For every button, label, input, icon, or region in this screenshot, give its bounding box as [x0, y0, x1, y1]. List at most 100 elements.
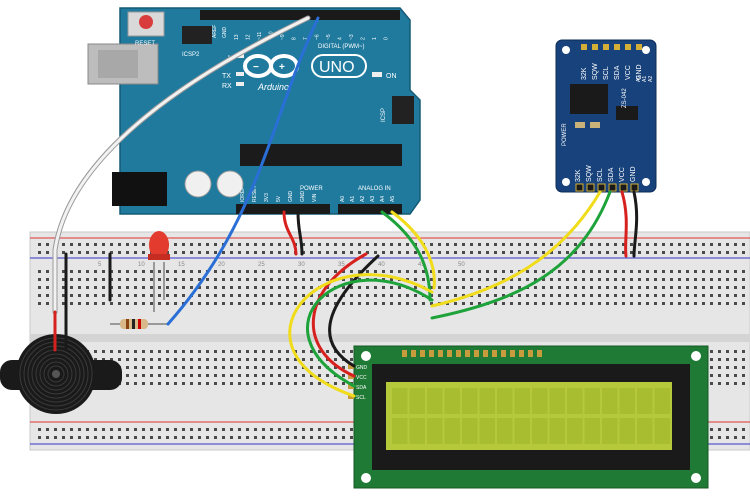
lcd-pin-label: SDA: [356, 385, 367, 391]
power-pin-labels: IOREF RESET 3V3 5V GND GND VIN: [240, 185, 318, 202]
rtc-pin-label: 32K: [575, 169, 582, 182]
icsp-label: ICSP: [381, 108, 387, 122]
red-led: [148, 231, 170, 312]
capacitor: [216, 170, 244, 198]
column-number: 5: [98, 262, 102, 268]
analog-pin-label: A4: [380, 196, 386, 202]
digital-pin-label: ~5: [326, 34, 332, 40]
svg-text:−: −: [253, 62, 259, 73]
column-number: 40: [378, 262, 385, 268]
analog-pin-label: A5: [390, 196, 396, 202]
digital-pin-label: 1: [372, 37, 378, 40]
wire-red-rtc-vcc: [620, 190, 628, 258]
on-label: ON: [386, 73, 397, 80]
wires: [52, 15, 639, 398]
dc-jack: [112, 172, 167, 206]
rtc-pin-label: GND: [630, 166, 637, 182]
power-pin-label: 5V: [276, 195, 282, 202]
eeprom-chip: [616, 106, 638, 120]
column-number: 10: [138, 262, 145, 268]
rtc-pin-label: SDA: [608, 167, 615, 182]
icsp2-label: ICSP2: [182, 52, 200, 58]
power-label: POWER: [300, 186, 323, 192]
wire-red-lcd-vcc: [311, 252, 368, 378]
resistor: [110, 319, 168, 329]
rtc-chip: [570, 84, 608, 114]
wire-yellow-rtc-scl: [430, 190, 602, 308]
rtc-pin-label: SCL: [603, 66, 610, 80]
power-pin-label: 3V3: [264, 193, 270, 202]
rtc-address-label: A0: [636, 76, 642, 82]
digital-label: DIGITAL (PWM~): [318, 44, 365, 50]
pin-label-gnd: GND: [222, 27, 228, 39]
lcd-pin-label: SCL: [356, 395, 366, 401]
power-pin-label: RESET: [252, 185, 258, 202]
lcd-pin-label: GND: [356, 365, 368, 371]
digital-pin-label: ~11: [257, 32, 263, 40]
analog-label: ANALOG IN: [358, 186, 391, 192]
digital-pin-label: 8: [292, 37, 298, 40]
power-pin-label: GND: [288, 191, 294, 203]
piezo-buzzer: [0, 334, 122, 414]
rtc-pin-label: SQW: [586, 165, 593, 182]
wire-green-rtc-sda: [430, 190, 612, 320]
lcd-character-cells: [392, 388, 670, 444]
lcd-header-pins: [402, 350, 542, 357]
digital-pin-label: 13: [234, 34, 240, 40]
analog-pin-label: A1: [350, 196, 356, 202]
rtc-model: ZS-042: [622, 88, 628, 108]
rtc-pin-label: SCL: [597, 168, 604, 182]
wire-green-lcd-sda: [305, 278, 434, 388]
rtc-pin-label: SDA: [614, 65, 621, 80]
rtc-pin-label: VCC: [619, 167, 626, 182]
arduino-logo: − + UNO Arduino: [243, 54, 367, 92]
reset-label: RESET: [135, 41, 155, 47]
wire-black-lcd-gnd: [328, 254, 380, 368]
column-number: 25: [258, 262, 265, 268]
analog-pin-label: A2: [360, 196, 366, 202]
wire-red-5v: [282, 210, 298, 256]
icsp2-header: [182, 26, 212, 44]
rtc-pin-label: 32K: [581, 67, 588, 80]
digital-pin-label: ~3: [349, 34, 355, 40]
rtc-pin-label: VCC: [625, 65, 632, 80]
wire-yellow-lcd-scl: [288, 273, 434, 398]
svg-text:+: +: [279, 62, 285, 73]
column-number: 35: [338, 262, 345, 268]
capacitor: [184, 170, 212, 198]
analog-pin-label: A0: [340, 196, 346, 202]
rtc-pin-label: SQW: [592, 63, 599, 80]
column-number: 15: [178, 262, 185, 268]
rx-label: RX: [222, 83, 232, 90]
column-number: 45: [418, 262, 425, 268]
microcontroller-chip: [240, 144, 402, 166]
analog-pin-label: A3: [370, 196, 376, 202]
icsp-header: [392, 96, 414, 124]
digital-pin-label: 4: [338, 37, 344, 40]
digital-pin-label: ~9: [280, 34, 286, 40]
analog-header: [338, 204, 402, 214]
power-pin-label: GND: [300, 191, 306, 203]
wire-blue: [166, 16, 320, 326]
analog-pin-labels: A0 A1 A2 A3 A4 A5: [340, 196, 396, 202]
column-number: 30: [298, 262, 305, 268]
power-pin-label: VIN: [312, 193, 318, 202]
digital-pin-label: 12: [246, 34, 252, 40]
tx-label: TX: [222, 73, 231, 80]
digital-pin-label: 2: [361, 37, 367, 40]
digital-header: [200, 10, 400, 20]
digital-pin-label: 7: [303, 37, 309, 40]
rtc-power-label: POWER: [562, 123, 568, 146]
power-pin-label: IOREF: [240, 187, 246, 202]
wire-black-gnd: [296, 210, 304, 256]
column-number: 20: [218, 262, 225, 268]
rtc-address-label: A2: [648, 76, 654, 82]
pin-label-aref: AREF: [212, 25, 218, 38]
power-header: [236, 204, 330, 214]
brand-label: Arduino: [257, 82, 289, 92]
